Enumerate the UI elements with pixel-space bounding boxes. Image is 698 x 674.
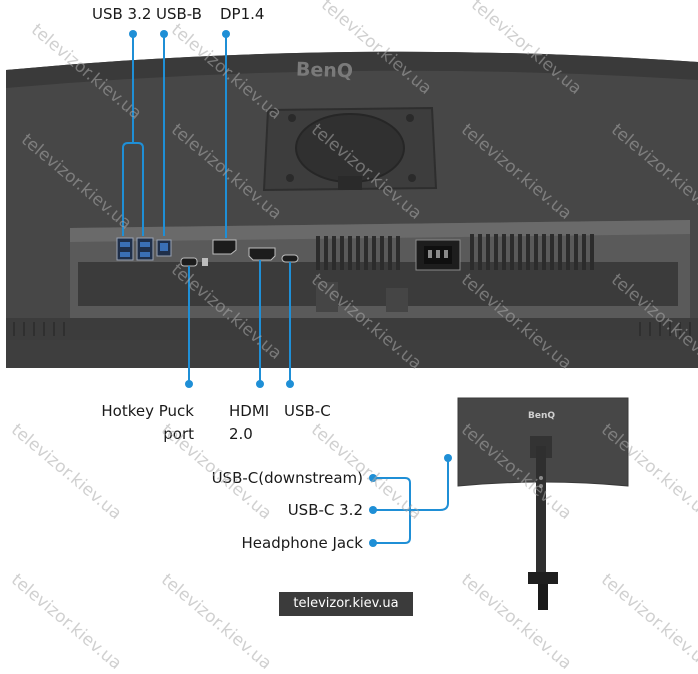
label-usb32-top: USB 3.2 bbox=[92, 5, 152, 23]
label-hotkey-puck-line2: port bbox=[163, 425, 194, 443]
label-hdmi-line1: HDMI bbox=[229, 402, 270, 420]
power-socket bbox=[415, 239, 461, 271]
callout-dots-bottom bbox=[185, 380, 294, 388]
callout-lines-top bbox=[122, 34, 227, 238]
callout-dots-top bbox=[129, 30, 230, 38]
watermark-badge: televizor.kiev.ua bbox=[279, 592, 413, 616]
label-usb-b: USB-B bbox=[156, 5, 202, 23]
callout-lines-bottom bbox=[188, 260, 291, 384]
label-usb-c-downstream: USB-C(downstream) bbox=[211, 469, 363, 487]
callout-dots-side bbox=[369, 454, 452, 547]
displayport-port bbox=[212, 239, 237, 255]
label-hotkey-puck-line1: Hotkey Puck bbox=[101, 402, 194, 420]
monitor-rear-panel: BenQ bbox=[6, 51, 698, 368]
hdmi-port bbox=[248, 247, 276, 261]
usb-c-upstream-port bbox=[281, 254, 299, 263]
vesa-mount bbox=[262, 106, 438, 192]
label-dp14: DP1.4 bbox=[220, 5, 265, 23]
hotkey-puck-port bbox=[180, 257, 208, 267]
thumbnail-brand-logo: BenQ bbox=[528, 411, 555, 421]
callout-lines-side bbox=[373, 458, 449, 544]
label-hdmi-line2: 2.0 bbox=[229, 425, 253, 443]
monitor-side-thumbnail: BenQ bbox=[457, 397, 629, 610]
vent-slots bbox=[316, 234, 594, 270]
label-usb-c: USB-C bbox=[284, 402, 331, 420]
brand-logo: BenQ bbox=[296, 58, 354, 82]
label-headphone-jack: Headphone Jack bbox=[241, 534, 363, 552]
usb-a-port-2 bbox=[136, 237, 154, 261]
label-usb-c-32: USB-C 3.2 bbox=[287, 501, 363, 519]
usb-a-port-1 bbox=[116, 237, 134, 261]
product-image: BenQ bbox=[6, 30, 698, 610]
usb-b-port bbox=[156, 239, 172, 257]
